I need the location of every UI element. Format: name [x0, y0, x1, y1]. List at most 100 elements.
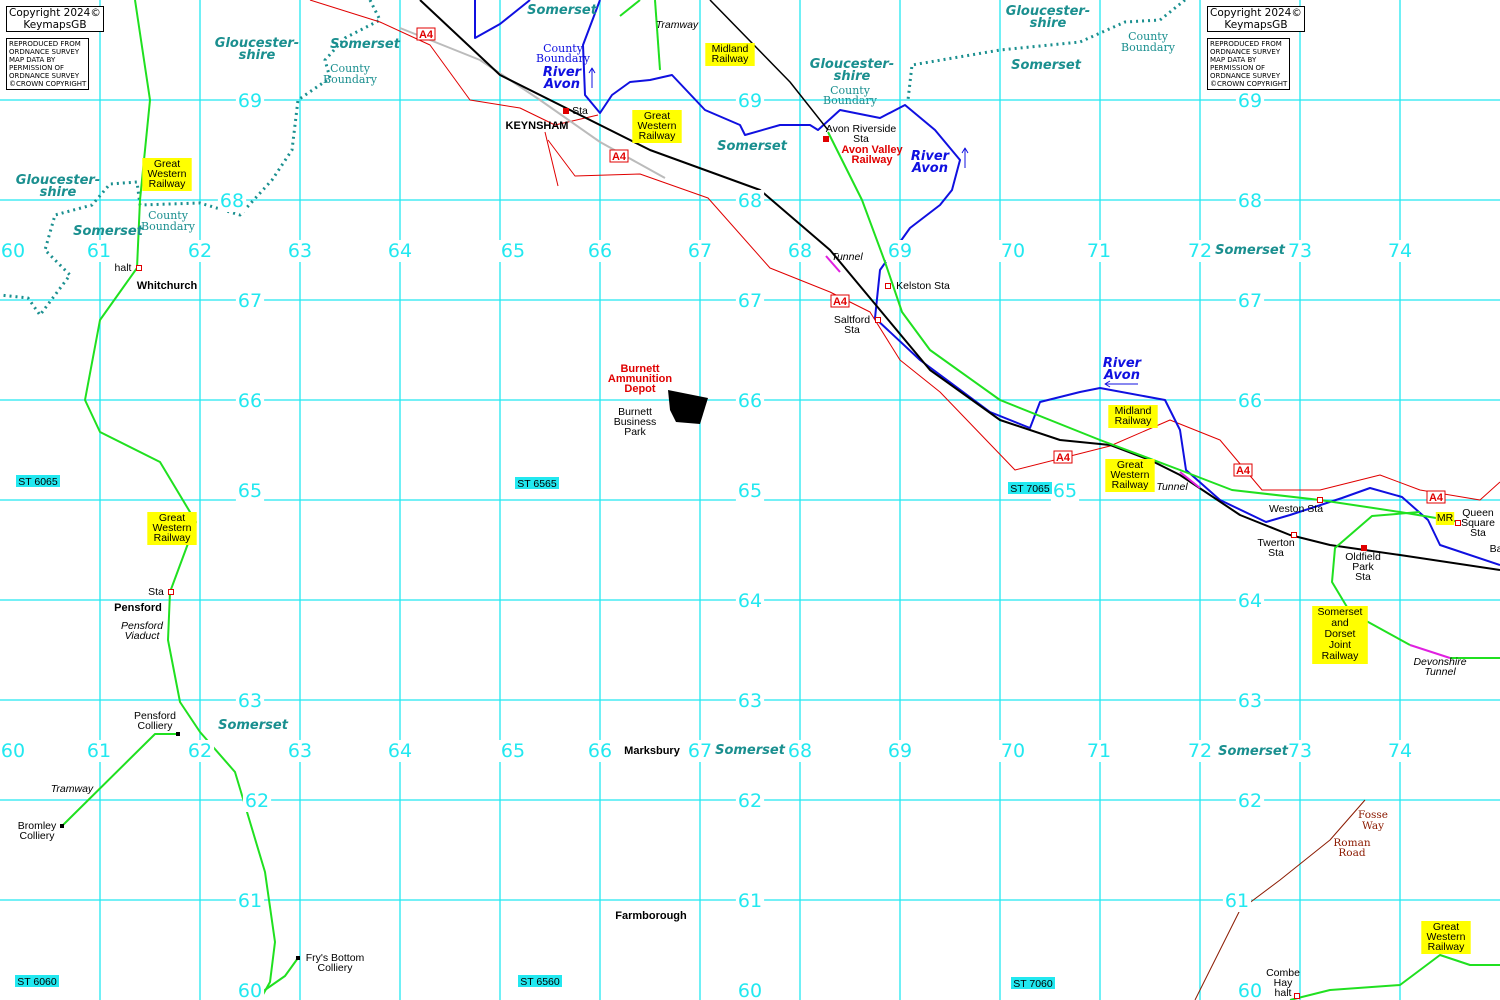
grid-number-bg [84, 740, 114, 762]
grid-ref-bg [515, 477, 559, 489]
grid-number-bg [585, 740, 615, 762]
marksbury-label: Marksbury [624, 745, 681, 757]
kelston-sta-label: Kelston Sta [896, 280, 950, 292]
grid-ref-bg [1011, 977, 1055, 989]
station-marker [885, 283, 891, 289]
easting-label: 69 [888, 740, 912, 762]
gwr-1-tag: Railway [149, 178, 187, 190]
gloucestershire-1-label: shire [239, 48, 276, 63]
grid-number-bg [0, 240, 28, 262]
devonshire-tunnel-label: Tunnel [1424, 666, 1456, 678]
railway-tag-bg [142, 158, 192, 191]
grid-number-bg [498, 240, 528, 262]
burnett-depot-label: Burnett [620, 363, 659, 375]
northing-label: 69 [238, 90, 262, 112]
sdjr-tag: Somerset [1318, 606, 1363, 618]
avon-riverside-sta-label: Avon Riverside [826, 123, 897, 135]
tramway [61, 733, 178, 827]
railway-gwr [1289, 954, 1500, 1000]
colliery-marker [176, 732, 180, 736]
burnett-depot-label: Ammunition [608, 373, 672, 385]
railway-tag-bg [632, 110, 682, 143]
bromley-colliery-label: Colliery [19, 830, 55, 842]
easting-label: 74 [1388, 240, 1412, 262]
burnett-park-label: Burnett [618, 406, 652, 418]
grid-number-bg [1235, 690, 1265, 712]
road-shield-label: A4 [1429, 492, 1444, 504]
easting-label: 66 [588, 240, 612, 262]
fosse-way-line [1194, 799, 1366, 1000]
grid-ref-bg [16, 475, 60, 487]
farmborough-label: Farmborough [615, 910, 687, 922]
tramway-1-label: Tramway [656, 19, 699, 31]
combe-hay-halt-label: Hay [1274, 977, 1293, 989]
sdjr-tag: and [1331, 617, 1349, 629]
easting-label: 73 [1288, 240, 1312, 262]
burnett-park-label: Park [624, 426, 646, 438]
keynsham-sta-label: Sta [572, 105, 588, 117]
pensford-viaduct-label: Viaduct [125, 630, 161, 642]
os-notice-left: REPRODUCED FROM ORDNANCE SURVEY MAP DATA… [6, 38, 90, 90]
northing-label: 61 [1225, 890, 1249, 912]
gloucestershire-3-label: Gloucester- [810, 57, 894, 72]
grid-number-bg [735, 690, 765, 712]
oldfield-park-sta-label: Oldfield [1345, 551, 1381, 563]
gwr-4-tag: Great [1117, 459, 1143, 471]
easting-label: 67 [688, 740, 712, 762]
county-boundary-line [0, 0, 382, 317]
grid-number-bg [998, 240, 1028, 262]
somerset-6-label: Somerset [218, 718, 289, 733]
easting-label: 66 [588, 740, 612, 762]
easting-label: 68 [788, 240, 812, 262]
northing-label: 61 [238, 890, 262, 912]
grid-number-bg [185, 740, 215, 762]
bath-partial-label: Ba [1490, 543, 1500, 555]
os-notice-line: ORDNANCE SURVEY [9, 72, 80, 80]
whitchurch-label: Whitchurch [137, 280, 198, 292]
gloucestershire-4-label: shire [1030, 16, 1067, 31]
grid-number-bg [1185, 240, 1215, 262]
road-shield [830, 294, 850, 308]
tunnel-line [825, 255, 841, 273]
os-notice-line: ORDNANCE SURVEY [1210, 72, 1281, 80]
river-avon-1-label: River [543, 65, 583, 80]
grid-number-bg [235, 890, 265, 912]
os-notice-line: ORDNANCE SURVEY [9, 48, 80, 56]
easting-label: 60 [1, 740, 25, 762]
saltford-sta-label: Saltford [834, 314, 870, 326]
gwr-2-tag: Western [638, 120, 677, 132]
gwr-4-tag: Railway [1112, 479, 1150, 491]
grid-number-bg [685, 240, 715, 262]
os-notice-line: REPRODUCED FROM [1210, 40, 1282, 48]
railway-tag-bg [1435, 512, 1455, 525]
grid-number-bg [385, 740, 415, 762]
grid-number-bg [1235, 980, 1265, 1000]
road-shield [609, 149, 629, 163]
northing-label: 63 [738, 690, 762, 712]
arrow-head-icon [1104, 380, 1111, 388]
gwr-5-tag: Western [1427, 931, 1466, 943]
northing-label: 62 [245, 790, 269, 812]
grid-number-bg [685, 740, 715, 762]
grid-ref-label: ST 6060 [17, 976, 57, 988]
saltford-sta-label: Sta [844, 324, 860, 336]
oldfield-park-sta-label: Park [1352, 561, 1374, 573]
easting-label: 71 [1087, 240, 1111, 262]
northing-label: 67 [1238, 290, 1262, 312]
grid-number-bg [1235, 590, 1265, 612]
weston-sta-label: Weston Sta [1269, 503, 1323, 515]
northing-label: 64 [738, 590, 762, 612]
road-shield-label: A4 [1056, 452, 1071, 464]
northing-label: 65 [238, 480, 262, 502]
grid-number-bg [1385, 740, 1415, 762]
roman-road-label: Roman [1333, 837, 1370, 849]
avon-riverside-sta-label: Sta [853, 133, 869, 145]
northing-label: 62 [738, 790, 762, 812]
os-notice-line: ORDNANCE SURVEY [1210, 48, 1281, 56]
gwr-3-tag: Railway [154, 532, 192, 544]
easting-label: 63 [288, 240, 312, 262]
pensford-viaduct-label: Pensford [121, 620, 164, 632]
grid-number-bg [735, 390, 765, 412]
